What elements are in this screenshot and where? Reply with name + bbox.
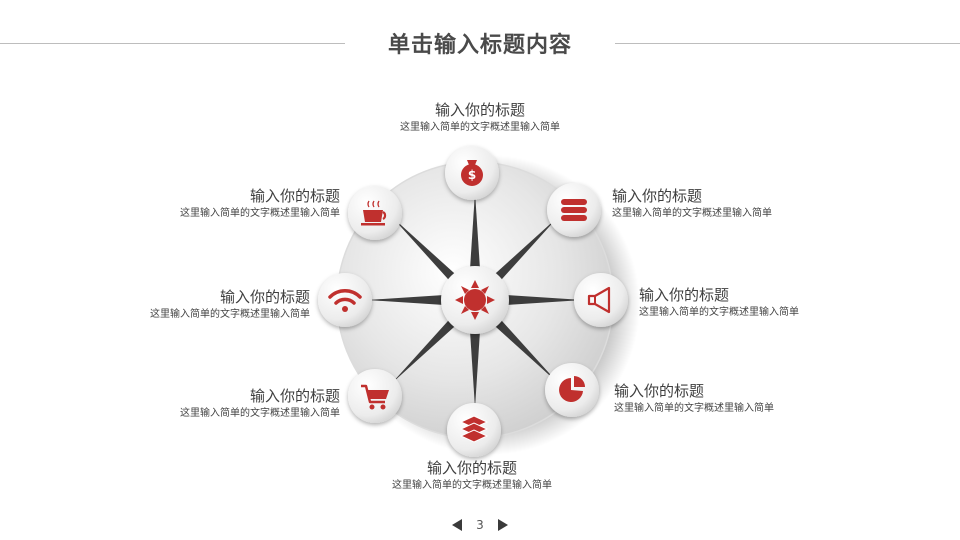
item-label-lower-right: 输入你的标题 这里输入简单的文字概述里输入简单 (614, 382, 774, 416)
item-desc: 这里输入简单的文字概述里输入简单 (180, 208, 340, 219)
icon-node (447, 403, 501, 457)
item-desc: 这里输入简单的文字概述里输入简单 (180, 408, 340, 419)
page-number: 3 (476, 518, 484, 532)
item-title: 输入你的标题 (614, 382, 705, 400)
money-bag-icon: $ (461, 160, 483, 186)
prev-page-button[interactable] (452, 519, 463, 531)
icon-node-circle (545, 363, 599, 417)
pie-chart-icon (559, 376, 585, 402)
item-title: 输入你的标题 (219, 288, 310, 306)
speaker-icon (587, 286, 611, 314)
wifi-icon (328, 289, 362, 312)
pager: 3 (440, 515, 520, 535)
item-title: 输入你的标题 (612, 187, 703, 205)
icon-node (545, 363, 599, 417)
item-label-right: 输入你的标题 这里输入简单的文字概述里输入简单 (639, 286, 799, 320)
shopping-cart-icon (361, 384, 389, 410)
icon-node: $ (445, 146, 499, 200)
next-page-button[interactable] (497, 519, 508, 531)
item-desc: 这里输入简单的文字概述里输入简单 (612, 208, 772, 219)
database-icon (561, 199, 587, 221)
layers-icon (459, 415, 489, 443)
icon-node (318, 273, 372, 327)
item-label-bottom: 输入你的标题 这里输入简单的文字概述里输入简单 (372, 459, 572, 493)
item-label-left: 输入你的标题 这里输入简单的文字概述里输入简单 (110, 288, 310, 322)
item-title: 输入你的标题 (249, 387, 340, 405)
title-rule-right (615, 43, 960, 44)
icon-node (574, 273, 628, 327)
item-desc: 这里输入简单的文字概述里输入简单 (400, 122, 560, 133)
coffee-cup-icon (361, 200, 387, 226)
item-desc: 这里输入简单的文字概述里输入简单 (392, 480, 552, 491)
title-rule-left (0, 43, 345, 44)
center-node (441, 266, 509, 334)
item-title: 输入你的标题 (639, 286, 730, 304)
svg-text:$: $ (468, 168, 476, 182)
item-desc: 这里输入简单的文字概述里输入简单 (614, 403, 774, 414)
icon-node (547, 183, 601, 237)
icon-node-circle (574, 273, 628, 327)
item-label-upper-left: 输入你的标题 这里输入简单的文字概述里输入简单 (140, 187, 340, 221)
item-desc: 这里输入简单的文字概述里输入简单 (150, 309, 310, 320)
item-title: 输入你的标题 (434, 101, 525, 119)
item-desc: 这里输入简单的文字概述里输入简单 (639, 307, 799, 318)
item-title: 输入你的标题 (249, 187, 340, 205)
item-label-lower-left: 输入你的标题 这里输入简单的文字概述里输入简单 (140, 387, 340, 421)
sun-icon (455, 280, 495, 320)
icon-node (348, 186, 402, 240)
slide-title: 单击输入标题内容 (387, 33, 572, 58)
icon-nodes: $ (318, 146, 628, 457)
icon-node (348, 369, 402, 423)
item-title: 输入你的标题 (426, 459, 517, 477)
item-label-upper-right: 输入你的标题 这里输入简单的文字概述里输入简单 (612, 187, 772, 221)
item-label-top: 输入你的标题 这里输入简单的文字概述里输入简单 (380, 101, 580, 135)
